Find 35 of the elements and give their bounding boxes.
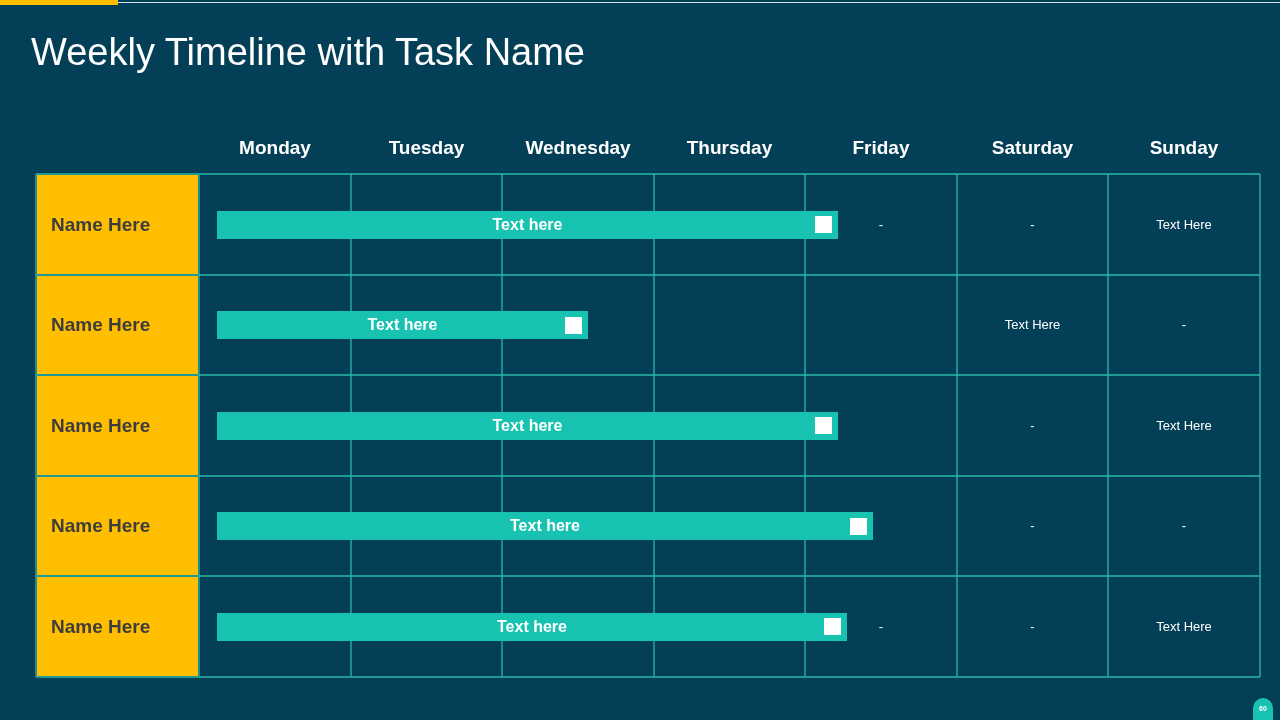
- day-header: Friday: [852, 137, 910, 159]
- task-bar: [217, 612, 847, 641]
- task-label: Text here: [492, 416, 563, 435]
- task-bar: [217, 411, 838, 440]
- task-name-cell: Name Here: [37, 577, 198, 676]
- cell-text: -: [1181, 518, 1187, 533]
- cell-text: -: [878, 618, 884, 634]
- task-label: Text here: [497, 617, 567, 636]
- cell-text: Text Here: [1156, 618, 1212, 634]
- task-name-cell: Name Here: [37, 276, 198, 374]
- task-bar: [217, 210, 838, 239]
- cell-text: -: [1181, 317, 1187, 332]
- task-name-cell: Name Here: [37, 376, 198, 475]
- slide-title: Weekly Timeline with Task Name: [31, 30, 585, 74]
- task-label: Text here: [367, 316, 438, 334]
- day-header: Tuesday: [388, 137, 465, 159]
- task-label: Text here: [492, 215, 563, 234]
- cell-text: -: [878, 216, 884, 232]
- task-bar: [217, 512, 873, 540]
- cell-text: -: [1030, 518, 1035, 533]
- cell-text: Text Here: [1004, 317, 1061, 332]
- cell-text: Text Here: [1156, 417, 1212, 433]
- day-header: Wednesday: [525, 137, 631, 159]
- task-name-cell: Name Here: [37, 477, 198, 575]
- cell-text: -: [1030, 417, 1035, 433]
- task-name-cell: Name Here: [37, 175, 198, 274]
- task-bar: [217, 311, 588, 339]
- day-header: Thursday: [686, 137, 773, 159]
- cell-text: Text Here: [1156, 216, 1212, 232]
- cell-text: -: [1030, 216, 1035, 232]
- day-header: Saturday: [991, 137, 1074, 159]
- day-header: Sunday: [1149, 137, 1219, 159]
- cell-text: -: [1030, 618, 1035, 634]
- day-header: Monday: [239, 137, 311, 159]
- task-label: Text here: [510, 517, 580, 535]
